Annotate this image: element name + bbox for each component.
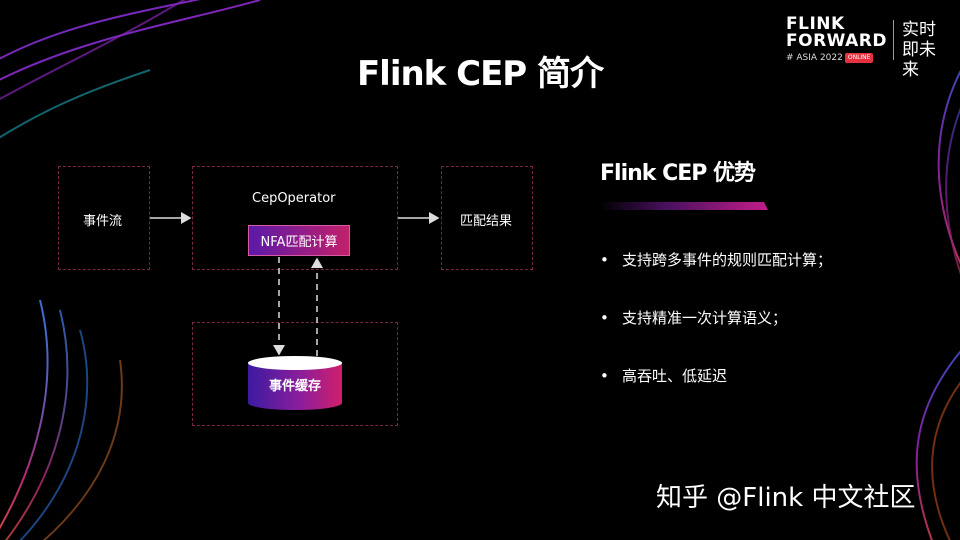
watermark: 知乎 @Flink 中文社区: [656, 483, 916, 513]
brand-slogan: 实时即未来: [902, 20, 936, 80]
brand-online-badge: ONLINE: [844, 53, 874, 63]
brand-name-line1: FLINK: [786, 14, 845, 34]
advantage-item-text: 高吞吐、低延迟: [622, 367, 728, 385]
event-cache-box: [192, 322, 398, 426]
bullet-dot-icon: •: [600, 309, 609, 327]
advantages-title: Flink CEP 优势: [600, 161, 756, 186]
page-title: Flink CEP 简介: [356, 54, 604, 94]
cep-operator-label: CepOperator: [252, 191, 336, 206]
advantage-item: • 支持跨多事件的规则匹配计算；: [600, 250, 832, 270]
event-stream-box: [58, 166, 150, 270]
advantage-item: • 支持精准一次计算语义；: [600, 308, 787, 328]
event-cache-label: 事件缓存: [268, 379, 321, 394]
bullet-dot-icon: •: [600, 251, 609, 269]
brand-divider: [893, 20, 894, 60]
brand-event-name: # ASIA 2022: [786, 53, 843, 63]
brand-name-line2: FORWARD: [786, 31, 888, 51]
advantage-item: • 高吞吐、低延迟: [600, 366, 727, 386]
advantage-item-text: 支持精准一次计算语义；: [622, 309, 788, 327]
decorative-swirl-left: [0, 0, 261, 540]
event-cache-database-icon: [248, 356, 342, 410]
decorative-swirl-right: [915, 70, 960, 540]
nfa-match-block: NFA匹配计算: [248, 225, 350, 256]
advantages-title-underline: [600, 202, 768, 210]
nfa-match-label: NFA匹配计算: [260, 235, 338, 250]
event-stream-label: 事件流: [83, 214, 123, 229]
match-result-box: [441, 166, 533, 270]
match-result-label: 匹配结果: [460, 214, 513, 229]
bullet-dot-icon: •: [600, 367, 609, 385]
advantage-item-text: 支持跨多事件的规则匹配计算；: [622, 251, 833, 269]
cep-operator-box: [192, 166, 398, 270]
